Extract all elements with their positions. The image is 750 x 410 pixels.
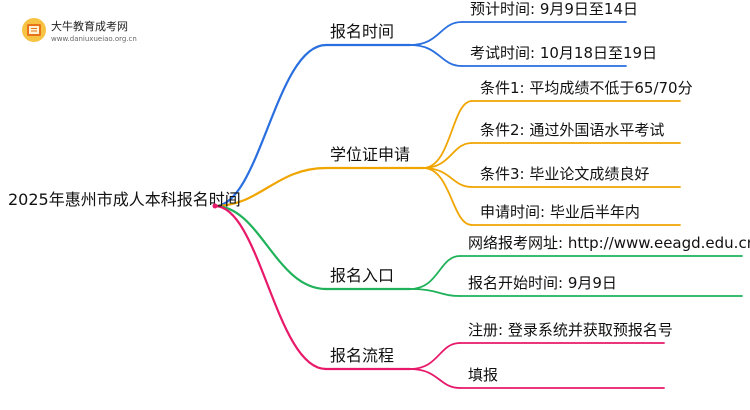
branch-to-leaf-connector (422, 100, 473, 169)
branch-to-leaf-connector (409, 342, 461, 370)
branch-to-leaf-connector (409, 368, 461, 389)
leaf-estimated-time: 预计时间: 9月9日至14日 (470, 0, 638, 18)
leaf-fill-in: 填报 (468, 366, 499, 384)
leaf-start-time: 报名开始时间: 9月9日 (468, 274, 617, 292)
book-logo-icon (22, 18, 46, 42)
root-to-branch-connector (213, 204, 328, 371)
logo-title: 大牛教育成考网 (51, 20, 128, 33)
branch-label-registration-entry: 报名入口 (330, 266, 395, 285)
root-to-branch-connector (213, 166, 328, 208)
leaf-application-time: 申请时间: 毕业后半年内 (480, 203, 640, 221)
root-to-branch-connector (213, 43, 328, 208)
leaf-condition-2: 条件2: 通过外国语水平考试 (480, 121, 665, 139)
branch-label-registration-process: 报名流程 (330, 346, 395, 365)
leaf-exam-time: 考试时间: 10月18日至19日 (470, 44, 658, 62)
leaf-online-url: 网络报考网址: http://www.eeagd.edu.cn/cr (468, 234, 750, 252)
branch-to-leaf-connector (409, 21, 463, 46)
root-topic: 2025年惠州市成人本科报名时间 (8, 190, 241, 209)
root-to-branch-connector (213, 204, 328, 291)
branch-to-leaf-connector (409, 44, 463, 67)
branch-to-leaf-connector (422, 142, 473, 169)
leaf-condition-3: 条件3: 毕业论文成绩良好 (480, 165, 650, 183)
branch-label-registration-time: 报名时间 (330, 22, 395, 41)
branch-to-leaf-connector (422, 167, 473, 226)
branch-to-leaf-connector (409, 288, 461, 297)
branch-to-leaf-connector (422, 167, 473, 188)
branch-label-degree-application: 学位证申请 (330, 145, 411, 164)
root-node-dot (212, 203, 218, 209)
leaf-condition-1: 条件1: 平均成绩不低于65/70分 (480, 79, 693, 97)
logo (20, 16, 48, 48)
branch-to-leaf-connector (409, 255, 461, 290)
leaf-register: 注册: 登录系统并获取预报名号 (468, 321, 673, 339)
logo-url: www.daniuxueiao.org.cn (51, 35, 137, 43)
